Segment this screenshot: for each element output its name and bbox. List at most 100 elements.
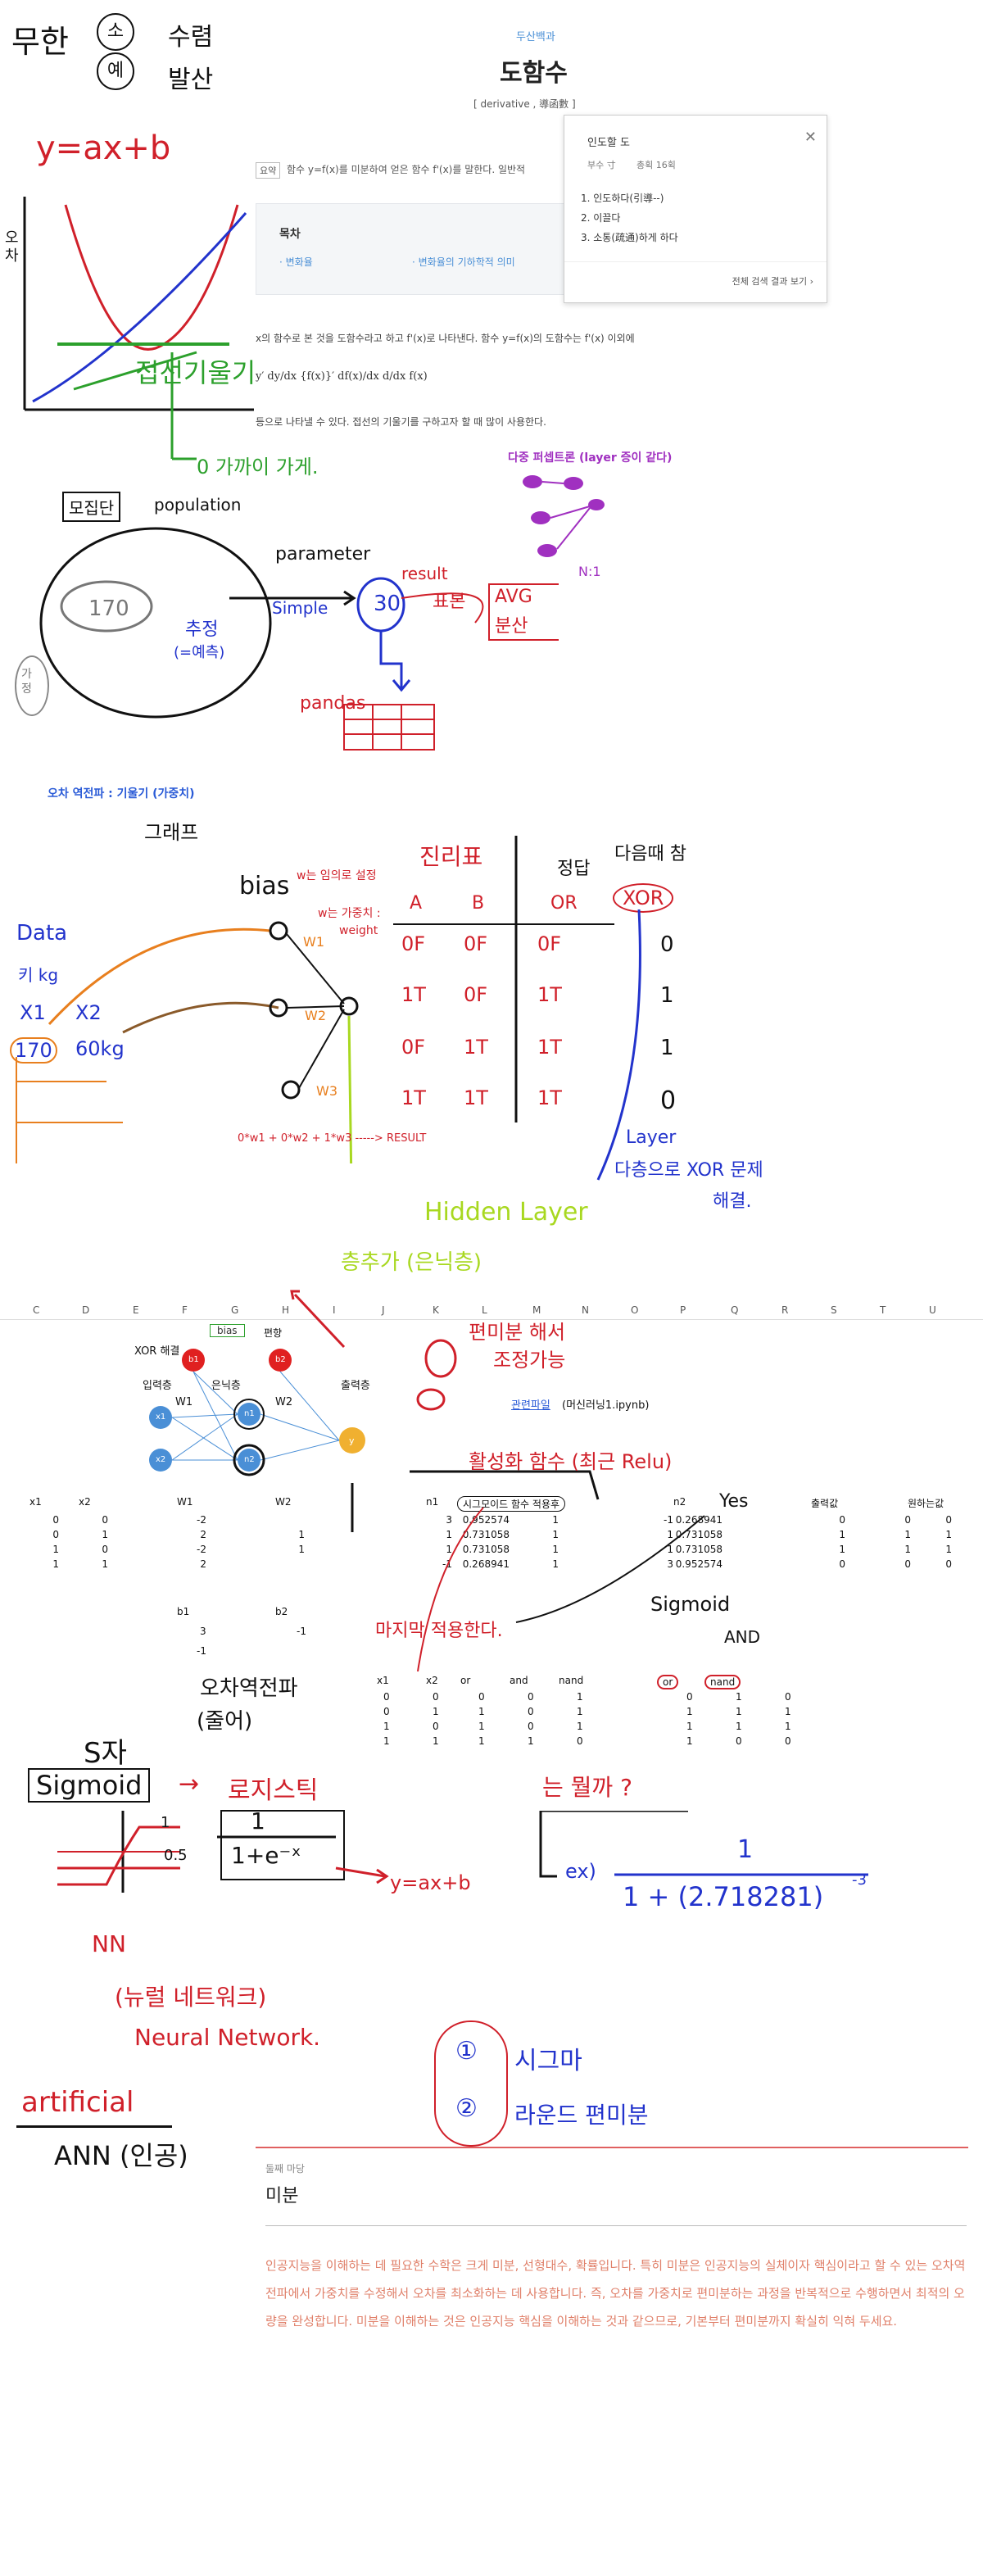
note-170: 170 [88,596,129,621]
sheet-cell: 0 [904,1558,911,1570]
note-30: 30 [374,592,401,616]
perceptron-sketch [523,475,605,557]
logic-cell: 1 [478,1706,485,1717]
logic-cell: 0 [433,1721,439,1732]
avg-bracket [488,583,559,641]
note-pandas: pandas [300,693,366,714]
note-xor: XOR [613,883,674,913]
backprop-title: 오차 역전파 : 기울기 (가중치) [48,787,195,800]
truth-r3-a: 0F [401,1036,426,1059]
logic-cell: 0 [785,1691,791,1703]
truth-r3-b: 1T [464,1036,488,1059]
sheet-cell: 0.731058 [675,1529,723,1540]
logic-cell: 1 [478,1721,485,1732]
note-w-weight-2: weight [339,924,378,937]
sheet-cell: 1 [52,1558,59,1570]
th-x1: x1 [29,1496,42,1508]
logic-cell: 0 [433,1691,439,1703]
sheet-bias-label[interactable]: bias [210,1324,245,1337]
note-infinite: 무한 [11,24,69,60]
note-result: result [401,564,448,583]
note-col-b: B [472,893,485,914]
sheet-cell: 0 [839,1558,845,1570]
logic-cell: 0 [528,1721,534,1732]
toc-item-1[interactable]: · 변화율 [279,256,313,268]
doc-source[interactable]: 두산백과 [516,31,555,43]
b2-label: b2 [275,1606,288,1617]
note-tangent: 접선기울기 [135,357,256,388]
toc-item-2[interactable]: · 변화율의 기하학적 의미 [412,256,515,268]
truth-r2-or: 1T [537,983,562,1006]
note-nn-en: Neural Network. [134,2024,321,2051]
sheet-cell: 1 [552,1558,559,1570]
truth-r4-a: 1T [401,1086,426,1109]
sigmoid-sketch [57,1810,389,1893]
truth-r1-or: 0F [537,932,562,955]
note-answer: 정답 [557,859,591,879]
b2-val1: -1 [297,1626,306,1637]
truth-r4-or: 1T [537,1086,562,1109]
sheet-col-q: Q [731,1304,739,1316]
logic-cell: 1 [686,1706,693,1717]
logic-cell: 1 [785,1706,791,1717]
sheet-annotations [290,1290,705,1672]
note-y05: 0.5 [164,1847,188,1864]
sheet-col-t: T [880,1304,886,1316]
sheet-cell: 3 [667,1558,673,1570]
sheet-col-r: R [781,1304,789,1316]
popup-more-link[interactable]: 전체 검색 결과 보기 › [732,276,813,287]
note-layer: Layer [626,1127,677,1148]
sheet-cell: 1 [552,1514,559,1526]
sheet-cell: 0 [102,1544,108,1555]
th-n2: n2 [673,1496,686,1508]
b1-val1: 3 [200,1626,206,1637]
logic-cell: 1 [577,1691,583,1703]
sheet-cell: -2 [197,1544,206,1555]
sheet-cell: 0 [945,1558,952,1570]
sheet-cell: 3 [446,1514,452,1526]
note-artificial: artificial [21,2086,134,2119]
section2-paragraph: 인공지능을 이해하는 데 필요한 수학은 크게 미분, 선형대수, 확률입니다.… [265,2258,966,2329]
popup-def-2: 2. 이끌다 [581,212,621,224]
note-hidden-layer: Hidden Layer [424,1198,588,1227]
close-icon[interactable]: ✕ [804,129,817,146]
sheet-col-s: S [831,1304,837,1316]
sheet-cell: -1 [664,1514,673,1526]
sheet-cell: 1 [945,1544,952,1555]
sheet-cell: 1 [667,1544,673,1555]
lh-x1: x1 [377,1675,389,1686]
note-bias: bias [239,872,290,900]
sheet-bias-value: 편향 [264,1327,283,1339]
note-backprop: 오차역전파 [200,1676,298,1701]
note-simple: Simple [272,598,328,618]
sheet-related-file-link[interactable]: 관련파일 [511,1399,550,1412]
note-multi-perceptron: 다중 퍼셉트론 (layer 증이 같다) [508,451,673,465]
node-n1: n1 [244,1409,255,1418]
sheet-col-h: H [282,1304,290,1316]
note-ex: ex) [565,1860,596,1883]
lh-x2: x2 [426,1675,438,1686]
logic-cell: 0 [383,1691,390,1703]
sheet-w2: W2 [275,1396,293,1408]
note-sum-formula: 0*w1 + 0*w2 + 1*w3 -----> RESULT [238,1132,427,1145]
sheet-cell: 1 [52,1544,59,1555]
note-data: Data [16,921,68,946]
sheet-cell: 0 [904,1514,911,1526]
note-converge: 수렴 [168,23,214,52]
sheet-hidden-layer: 은닉층 [211,1380,241,1392]
sheet-cell: 0.731058 [675,1544,723,1555]
lh-or2: or [657,1675,679,1689]
sheet-cell: 0.952574 [462,1514,510,1526]
sheet-col-j: J [382,1304,385,1316]
note-activation: 활성화 함수 (최근 Relu) [469,1450,673,1473]
logic-cell: 1 [577,1721,583,1732]
artificial-underline [16,2125,172,2128]
logic-cell: 1 [686,1721,693,1732]
section2-card: 둘째 마당 미분 인공지능을 이해하는 데 필요한 수학은 크게 미분, 선형대… [256,2147,968,2394]
sheet-cell: 2 [200,1558,206,1570]
th-sigmoid: 시그모이드 함수 적용후 [457,1496,566,1512]
xor-r2: 1 [660,983,674,1008]
